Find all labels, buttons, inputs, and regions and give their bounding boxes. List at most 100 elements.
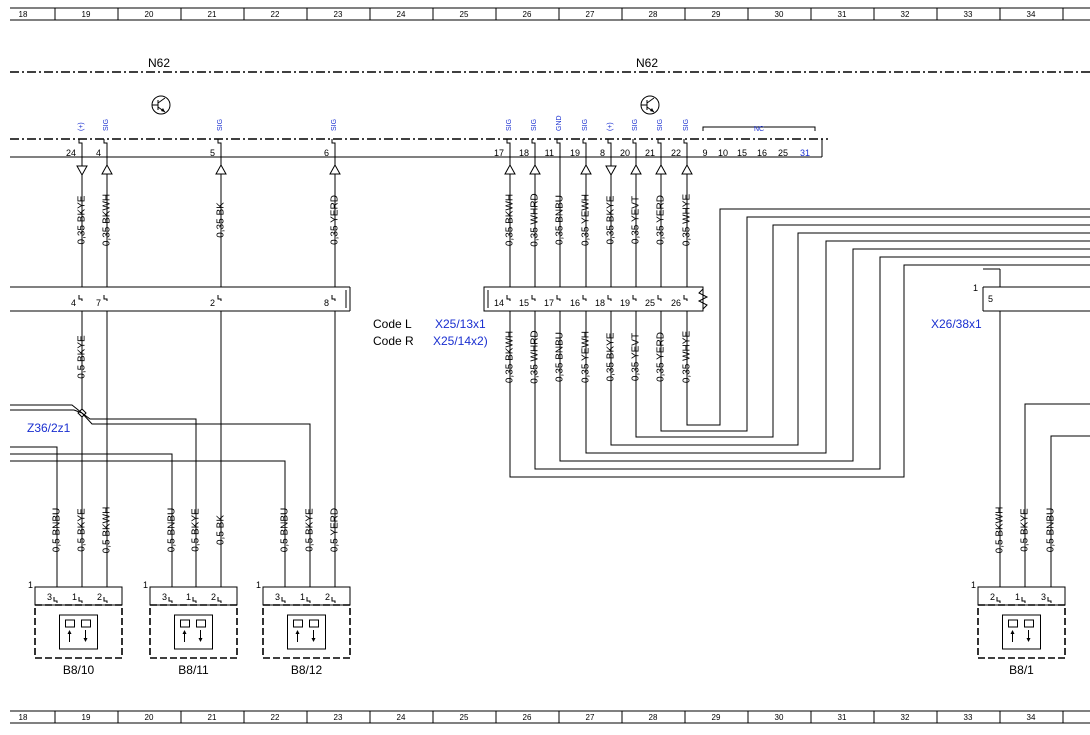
wire (10, 460, 286, 593)
column-number: 33 (964, 10, 973, 19)
arrow-up-icon (580, 163, 592, 175)
connector-pin-number: 4 (71, 298, 76, 308)
connector-pin-number: 7 (96, 298, 101, 308)
column-number: 21 (208, 713, 217, 722)
sensor-body (262, 604, 351, 659)
pin-signal-label: SIG (531, 119, 538, 131)
pin-number: 21 (645, 148, 655, 158)
hall-sensor-icon (1008, 619, 1034, 642)
column-number: 26 (523, 10, 532, 19)
pin-number: 19 (570, 148, 580, 158)
sensor-pin-number: 1 (186, 592, 191, 602)
pin-tab (217, 597, 222, 603)
pin-signal-label: SIG (217, 119, 224, 131)
pin-number: 6 (324, 148, 329, 158)
wire-label: 0,35 YERD (656, 332, 667, 382)
pin-tab (53, 597, 58, 603)
connector-r-label: X25/14x2) (433, 334, 488, 348)
column-number: 20 (145, 713, 154, 722)
pin-tab (331, 295, 336, 301)
column-number: 18 (19, 713, 28, 722)
pin-signal-label: (+) (607, 122, 614, 131)
pin-tab (1047, 597, 1052, 603)
sensor-square (81, 619, 91, 628)
column-number: 28 (649, 713, 658, 722)
column-number: 18 (19, 10, 28, 19)
wire-label: 0,5 BKYE (191, 508, 202, 552)
sensor-pin-number: 2 (990, 592, 995, 602)
sensor-label: B8/1 (1009, 663, 1034, 677)
pin-tab (996, 597, 1001, 603)
column-number: 30 (775, 713, 784, 722)
module-label-left: N62 (148, 56, 170, 70)
wire (10, 409, 83, 414)
sensor-pin-number: 1 (1015, 592, 1020, 602)
hall-sensor-icon (293, 619, 319, 642)
wire (10, 404, 83, 414)
nc-pin-number: 31 (800, 148, 810, 158)
wire (81, 412, 311, 593)
wire-label: 0,35 WHYE (682, 331, 693, 384)
sensor-label: B8/12 (291, 663, 323, 677)
wire-label: 0,35 BNBU (555, 332, 566, 382)
column-number: 34 (1027, 713, 1036, 722)
sensor-square (1008, 619, 1018, 628)
pin-tab (103, 295, 108, 301)
splice-label: Z36/2z1 (27, 421, 71, 435)
pin-tab (657, 139, 662, 145)
pin-tab (683, 139, 688, 145)
pin-signal-label: SIG (632, 119, 639, 131)
column-number: 29 (712, 10, 721, 19)
arrow-up-icon (1010, 630, 1015, 634)
sensor-symbol (59, 614, 98, 650)
pin-tab (531, 295, 536, 301)
wire-label: 0,5 BKYE (1020, 508, 1031, 552)
pin-signal-label: SIG (331, 119, 338, 131)
column-number: 25 (460, 10, 469, 19)
sensor-label: B8/11 (178, 663, 209, 677)
pin-tab (331, 597, 336, 603)
pin-tab (192, 597, 197, 603)
pin-tab (168, 597, 173, 603)
pin-tab (582, 295, 587, 301)
sensor-pin-number: 3 (162, 592, 167, 602)
arrow-down-icon (76, 165, 88, 177)
pin-number: 4 (96, 148, 101, 158)
wire-label: 0,35 YERD (330, 195, 341, 245)
pin-signal-label: SIG (683, 119, 690, 131)
arrow-up-icon (101, 163, 113, 175)
code-r-label: Code R (373, 334, 414, 348)
arrow-up-icon (655, 163, 667, 175)
wire-label: 0,5 YERD (330, 508, 341, 552)
sensor-index: 1 (28, 580, 33, 590)
column-number: 26 (523, 713, 532, 722)
wire-label: 0,5 BKYE (77, 335, 88, 379)
connector-right (483, 286, 709, 312)
connector-pin-number: 26 (671, 298, 681, 308)
pin-number: 22 (671, 148, 681, 158)
wire-label: 0,35 BKWH (102, 194, 113, 246)
arrow-down-icon (1026, 638, 1031, 642)
pin-tab (217, 295, 222, 301)
pin-number: 11 (545, 148, 554, 158)
nc-pin-number: 25 (778, 148, 788, 158)
pin-tab (281, 597, 286, 603)
wire-label: 0,35 BKYE (77, 195, 88, 244)
sensor-pin-number: 3 (1041, 592, 1046, 602)
column-number: 28 (649, 10, 658, 19)
wire-label: 0,5 BKYE (77, 508, 88, 552)
column-number: 32 (901, 713, 910, 722)
nc-pin-number: 15 (737, 148, 747, 158)
arrow-up-icon (529, 163, 541, 175)
wire-label: 0,35 WHRD (530, 330, 541, 383)
arrow-up-icon (504, 163, 516, 175)
pin-tab (683, 295, 688, 301)
pin-number: 17 (494, 148, 504, 158)
column-number: 23 (334, 713, 343, 722)
pin-signal-label: SIG (657, 119, 664, 131)
arrow-up-icon (67, 630, 72, 634)
pin-tab (1021, 597, 1026, 603)
